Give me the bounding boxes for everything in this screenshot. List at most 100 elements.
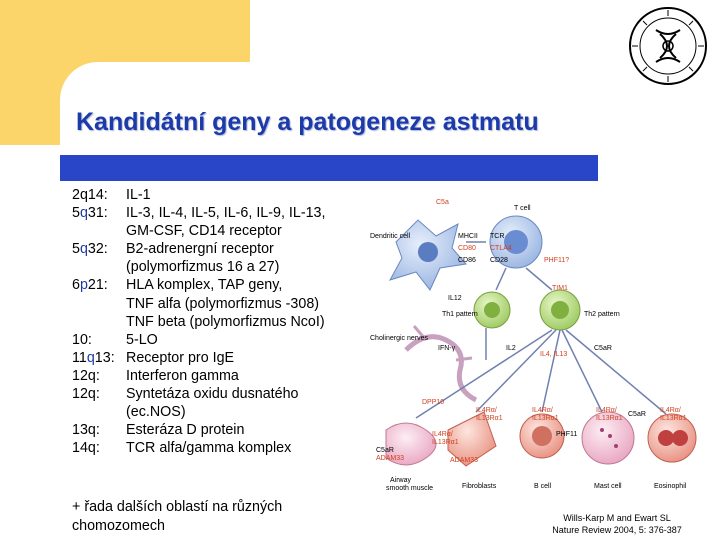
gene-locus: 5q31: [72, 205, 108, 222]
gene-locus: 10: [72, 331, 92, 348]
label-adam33-fibro: ADAM33 [450, 457, 478, 464]
airway-muscle-shape [385, 422, 437, 466]
gene-description: HLA komplex, TAP geny, [126, 277, 283, 294]
university-seal-logo [629, 7, 707, 85]
label-il13ra1-fibro: IL13Rα1 [476, 415, 503, 422]
label-c5ar-airway: C5aR [376, 447, 394, 454]
label-th1-pattern: Th1 pattern [442, 311, 478, 318]
label-dendritic-cell: Dendritic cell [370, 233, 411, 240]
fibroblast-shape [447, 411, 497, 467]
label-smooth-muscle: smooth muscle [386, 485, 433, 492]
label-b-cell: B cell [534, 483, 552, 490]
t-cell-shape [489, 215, 543, 269]
gene-description: Esteráza D protein [126, 422, 245, 439]
gene-description: GM-CSF, CD14 receptor [126, 223, 282, 240]
gene-row: TNF beta (polymorfizmus NcoI) [72, 313, 372, 331]
label-t-cell: T cell [514, 205, 531, 212]
gene-row: 11q13: Receptor pro IgE [72, 349, 372, 367]
gene-description: TNF beta (polymorfizmus NcoI) [126, 313, 325, 330]
gene-description: TNF alfa (polymorfizmus -308) [126, 295, 320, 312]
label-il4-il13: IL4, IL13 [540, 351, 567, 358]
label-adam33-airway: ADAM33 [376, 455, 404, 462]
dendritic-cell-shape [388, 219, 467, 291]
citation-authors: Wills-Karp M and Ewart SL [563, 513, 671, 523]
gene-row: GM-CSF, CD14 receptor [72, 222, 372, 240]
label-c5ar-mast: C5aR [628, 411, 646, 418]
label-il4ra-mast: IL4Rα/ [596, 407, 617, 414]
gene-row: 2q14: IL-1 [72, 186, 372, 204]
gene-locus: 2q14: [72, 187, 108, 203]
gene-locus: 11q13: [72, 349, 115, 366]
footer-line: + řada dalších oblastí na různých [72, 499, 283, 515]
label-il13ra1-airway: IL13Rα1 [432, 439, 459, 446]
citation-journal: Nature Review 2004, 5: 376-387 [552, 525, 682, 535]
pathway-arrows [415, 241, 667, 419]
th2-cell-shape [539, 289, 581, 331]
gene-row: 12q: Syntetáza oxidu dusnatého [72, 385, 372, 403]
label-il13ra1-eos: IL13Rα1 [660, 415, 687, 422]
gene-locus: 12q: [72, 386, 100, 403]
label-airway: Airway [390, 477, 412, 484]
footer-note: + řada dalších oblastí na různých chomoz… [72, 498, 372, 536]
label-mhcii: MHCII [458, 233, 478, 240]
label-dpp10: DPP10 [422, 399, 444, 406]
label-phf11: PHF11 [556, 431, 577, 438]
label-eosinophil: Eosinophil [654, 483, 687, 490]
label-cd86: CD86 [458, 257, 476, 264]
footer-line: chomozomech [72, 518, 165, 534]
gene-description: (polymorfizmus 16 a 27) [126, 259, 280, 276]
gene-description: B2-adrenergní receptor [126, 241, 274, 258]
gene-locus: 13q: [72, 422, 100, 439]
label-il13ra1-bcell: IL13Rα1 [532, 415, 559, 422]
b-cell-shape [519, 413, 565, 459]
gene-description: IL-3, IL-4, IL-5, IL-6, IL-9, IL-13, [126, 205, 326, 222]
gene-description: Syntetáza oxidu dusnatého [126, 386, 299, 403]
label-th2-pattern: Th2 pattern [584, 311, 620, 318]
label-il4ra-airway: IL4Rα/ [432, 431, 453, 438]
label-il4ra-bcell: IL4Rα/ [532, 407, 553, 414]
gene-description: 5-LO [126, 331, 158, 348]
gene-description: IL-1 [126, 187, 151, 203]
label-tim1: TIM1 [552, 285, 568, 292]
label-fibroblasts: Fibroblasts [462, 483, 497, 490]
gene-row: 10: 5-LO [72, 331, 372, 349]
label-il4ra-eos: IL4Rα/ [660, 407, 681, 414]
asthma-pathogenesis-diagram: C5a T cell Dendritic cell MHCII CD80 CD8… [370, 199, 697, 492]
eosinophil-shape [647, 413, 697, 463]
gene-list: 2q14: IL-1 5q31: IL-3, IL-4, IL-5, IL-6, I… [72, 186, 372, 457]
gene-row: 5q32: B2-adrenergní receptor [72, 240, 372, 258]
label-c5a: C5a [436, 199, 449, 206]
gene-row: 5q31: IL-3, IL-4, IL-5, IL-6, IL-9, IL-13… [72, 204, 372, 222]
gene-description: TCR alfa/gamma komplex [126, 440, 292, 457]
label-tcr: TCR [490, 233, 504, 240]
gene-description: Receptor pro IgE [126, 349, 235, 366]
label-il2: IL2 [506, 345, 516, 352]
label-ifn-gamma: IFN-γ [438, 345, 456, 352]
gene-locus: 14q: [72, 440, 100, 457]
gene-locus: 6p21: [72, 277, 108, 294]
label-mast-cell: Mast cell [594, 483, 622, 490]
gene-description: (ec.NOS) [126, 404, 186, 421]
label-phf11-question: PHF11? [544, 257, 569, 264]
gene-row: 6p21: HLA komplex, TAP geny, [72, 276, 372, 294]
label-c5ar: C5aR [594, 345, 612, 352]
slide-title: Kandidátní geny a patogeneze astmatu [76, 108, 539, 136]
gene-row: 13q: Esteráza D protein [72, 421, 372, 439]
label-il4ra-fibro: IL4Rα/ [476, 407, 497, 414]
gene-locus: 12q: [72, 367, 100, 384]
gene-locus: 5q32: [72, 241, 108, 258]
title-underline-bar [60, 155, 598, 181]
label-cd28: CD28 [490, 257, 508, 264]
label-ctla4: CTLA4 [490, 245, 512, 252]
citation: Wills-Karp M and Ewart SL Nature Review … [532, 512, 702, 536]
gene-row: 12q: Interferon gamma [72, 367, 372, 385]
mast-cell-shape [581, 411, 635, 465]
gene-row: (polymorfizmus 16 a 27) [72, 258, 372, 276]
gene-row: TNF alfa (polymorfizmus -308) [72, 295, 372, 313]
label-cholinergic-nerves: Cholinergic nerves [370, 335, 428, 342]
label-il13ra1-mast: IL13Rα1 [596, 415, 623, 422]
label-il12: IL12 [448, 295, 462, 302]
th1-cell-shape [473, 291, 511, 329]
gene-description: Interferon gamma [126, 367, 239, 384]
gene-row: (ec.NOS) [72, 403, 372, 421]
